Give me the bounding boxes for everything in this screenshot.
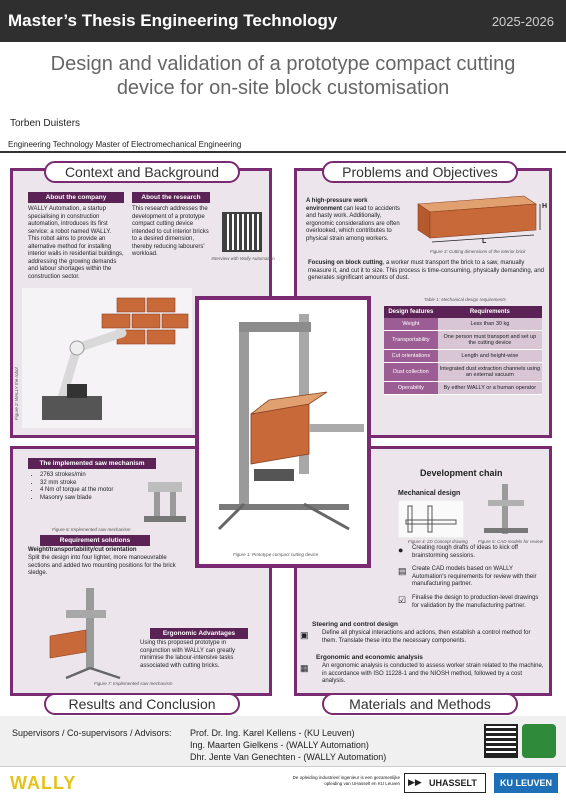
supervisor-3: Dhr. Jente Van Genechten - (WALLY Automa… (190, 752, 387, 762)
problem-1-text: can lead to accidents and hasty work. Ad… (306, 205, 401, 242)
problem-2-bold: Focusing on block cutting (308, 260, 383, 266)
fig3-caption: Figure 3: Cutting dimensions of the inte… (430, 249, 526, 254)
document-icon: ▤ (398, 566, 407, 576)
results-header: Results and Conclusion (44, 693, 240, 715)
fig6-caption: Figure 6: Implemented saw mechanism (52, 527, 131, 532)
fig7-caption: Figure 7: Implemented saw mechanism (94, 681, 173, 686)
problem-paragraph-1: A high-pressure work environment can lea… (306, 198, 402, 243)
top-banner: Master’s Thesis Engineering Technology 2… (0, 0, 566, 42)
supervisors-strip: Supervisors / Co-supervisors / Advisors:… (0, 716, 566, 768)
concept-drawing-image (398, 500, 464, 538)
about-company-heading: About the company (28, 192, 124, 203)
requirement-solutions-text: Split the design into four lighter, more… (28, 555, 176, 576)
saw-spec-list: 2763 strokes/min 32 mm stroke 4 Nm of to… (34, 472, 154, 502)
checklist-icon: ☑ (398, 595, 407, 605)
ergonomic-analysis-text: An ergonomic analysis is conducted to as… (322, 663, 544, 684)
mechanical-design-label: Mechanical design (398, 490, 461, 497)
joint-program-note: De opleiding industrieel ingenieur is ee… (292, 775, 400, 786)
implemented-device-image (49, 588, 121, 680)
qr-code[interactable] (222, 212, 262, 252)
dim-height-label: H (542, 203, 548, 210)
fig1-caption: Figure 1: Prototype compact cutting devi… (233, 552, 319, 557)
fig5-caption: Figure 5: CAD models for review (478, 539, 544, 544)
qr-caption: Interview with Wally Automation (211, 256, 275, 261)
about-research-text: This research addresses the development … (132, 206, 209, 257)
ergonomic-advantages-text: Using this proposed prototype in conjunc… (140, 640, 235, 669)
poster-series-title: Master’s Thesis Engineering Technology (8, 11, 338, 30)
table-header-features: Design features (384, 306, 438, 318)
fig4-caption: Figure 4: 2D Concept drawing (408, 539, 468, 544)
wally-robot-image (22, 288, 192, 428)
academic-year: 2025-2026 (491, 14, 554, 29)
prototype-device-image (217, 314, 364, 531)
program-line: Engineering Technology Master of Electro… (8, 140, 242, 149)
brick-dimension-image (417, 195, 541, 243)
lightbulb-icon: ● (398, 545, 404, 555)
footer-app-logo (522, 724, 556, 758)
steering-heading: Steering and control design (312, 621, 398, 628)
requirement-solutions-heading: Requirement solutions (40, 535, 150, 546)
development-chain-heading: Development chain (420, 468, 503, 478)
author-name: Torben Duisters (10, 118, 81, 129)
about-research-heading: About the research (132, 192, 210, 203)
cpu-icon: ▣ (300, 630, 309, 640)
divider (0, 151, 566, 153)
context-header: Context and Background (44, 161, 240, 183)
list-item: 4 Nm of torque at the motor (40, 487, 154, 495)
center-figure-frame: Figure 1: Prototype compact cutting devi… (195, 296, 371, 568)
table-caption: Table 1: Mechanical design requirements (424, 297, 506, 302)
saw-mechanism-heading: The implemented saw mechanism (28, 458, 156, 469)
ergonomic-analysis-heading: Ergonomic and economic analysis (316, 654, 423, 661)
list-item: 32 mm stroke (40, 480, 154, 488)
uhasselt-text: UHASSELT (429, 778, 477, 788)
requirement-solutions-subheading: Weight/transportability/cut orientation (28, 547, 137, 553)
uhasselt-logo: ▶▶ UHASSELT (404, 773, 486, 793)
supervisor-1: Prof. Dr. Ing. Karel Kellens - (KU Leuve… (190, 728, 355, 738)
materials-header: Materials and Methods (322, 693, 518, 715)
cad-models-image (484, 484, 528, 534)
problem-2-text: , a worker must transport the brick to a… (308, 260, 544, 281)
ergonomic-advantages-heading: Ergonomic Advantages (150, 628, 248, 639)
supervisors-label: Supervisors / Co-supervisors / Advisors: (12, 728, 172, 738)
about-research-box: About the research This research address… (132, 192, 210, 259)
saw-mechanism-image (144, 482, 186, 522)
footer-qr-code[interactable] (484, 724, 518, 758)
dev-step-3: ☑ Finalise the design to production-leve… (398, 595, 546, 610)
steering-row: ▣ Define all physical interactions and a… (300, 630, 544, 645)
brick-wall (101, 297, 189, 345)
calculator-icon: ▦ (300, 663, 309, 673)
kuleuven-logo: KU LEUVEN (494, 773, 558, 793)
logo-bar: WALLY De opleiding industrieel ingenieur… (0, 766, 566, 800)
ergonomic-analysis-row: ▦ An ergonomic analysis is conducted to … (300, 663, 544, 686)
fig2-caption: Figure 2: WALLY the robot (14, 367, 19, 420)
dim-length-label: L (482, 238, 487, 245)
dev-step-1-text: Creating rough drafts of ideas to kick o… (412, 545, 518, 559)
problems-header: Problems and Objectives (322, 161, 518, 183)
supervisor-2: Ing. Maarten Gielkens - (WALLY Automatio… (190, 740, 369, 750)
steering-text: Define all physical interactions and act… (322, 630, 531, 644)
table-header-requirements: Requirements (437, 306, 542, 318)
dev-step-2: ▤ Create CAD models based on WALLY Autom… (398, 566, 546, 589)
list-item: Masonry saw blade (40, 495, 154, 503)
wally-logo: WALLY (10, 773, 77, 793)
dev-step-3-text: Finalise the design to production-level … (412, 595, 539, 609)
problem-1-bold: A high-pressure work environment (306, 198, 368, 212)
dev-step-2-text: Create CAD models based on WALLY Automat… (412, 566, 537, 587)
problem-paragraph-2: Focusing on block cutting, a worker must… (308, 260, 544, 283)
list-item: 2763 strokes/min (40, 472, 154, 480)
about-company-box: About the company WALLY Automation, a st… (28, 192, 124, 281)
poster-title: Design and validation of a prototype com… (50, 53, 516, 99)
play-icon: ▶▶ (408, 777, 422, 787)
dev-step-1: ● Creating rough drafts of ideas to kick… (398, 545, 546, 560)
about-company-text: WALLY Automation, a startup specialising… (28, 206, 124, 280)
